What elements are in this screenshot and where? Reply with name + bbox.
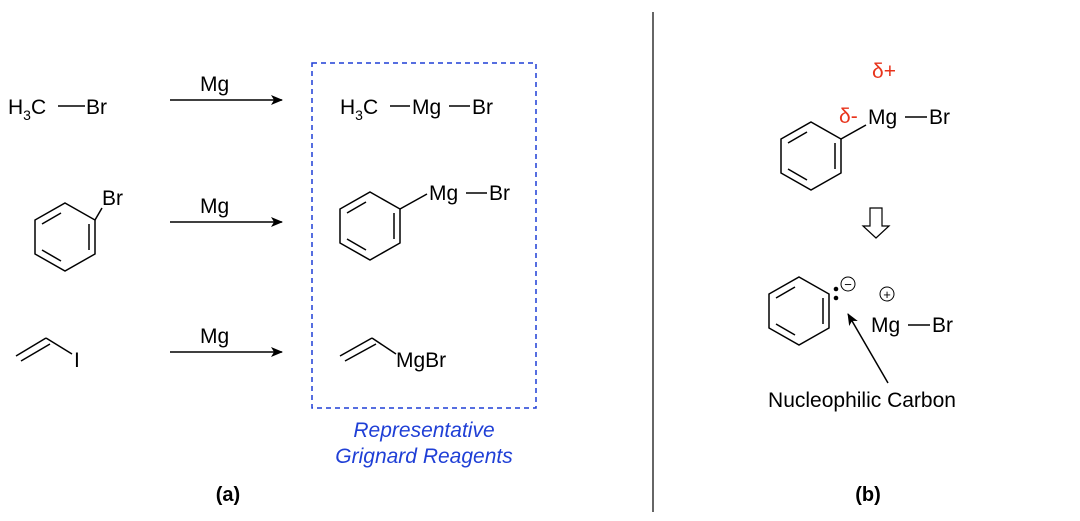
phenyl-br: Br xyxy=(102,187,123,210)
nucleophile-pointer-arrow xyxy=(847,313,889,384)
c-mg-bond xyxy=(399,193,428,210)
c-br-bond xyxy=(94,207,103,221)
phenyl-anion: − xyxy=(768,276,856,346)
prod-vinyl-mgbr: MgBr xyxy=(396,349,446,372)
polar-br: Br xyxy=(929,106,950,129)
c-mg-bond xyxy=(371,337,397,355)
methyl-c: C xyxy=(31,96,46,119)
prod-methyl-br: Br xyxy=(472,96,493,119)
prod-methyl-sub: 3 xyxy=(355,107,363,123)
double-bond xyxy=(41,249,62,262)
reagent-mg-1: Mg xyxy=(200,73,229,96)
lone-pair-dot xyxy=(833,295,839,301)
methyl-br: Br xyxy=(86,96,107,119)
prod-methyl-mg: Mg xyxy=(412,96,441,119)
double-bond xyxy=(787,168,808,181)
negative-charge-circle xyxy=(840,276,856,292)
prod-methyl-h: H xyxy=(340,96,355,119)
positive-charge-circle xyxy=(879,286,895,302)
prod-phenyl-mg: Mg xyxy=(429,182,458,205)
cation-mg: Mg xyxy=(871,314,900,337)
reactant-methyl-bromide: H3C Br xyxy=(8,96,107,123)
product-phenylmagnesium-bromide: Mg Br xyxy=(339,182,510,261)
svg-text:H3C: H3C xyxy=(8,96,46,123)
methyl-sub: 3 xyxy=(23,107,31,123)
double-bond xyxy=(41,212,62,225)
double-bond xyxy=(346,238,367,251)
prod-methyl-c: C xyxy=(363,96,378,119)
reagent-mg-2: Mg xyxy=(200,195,229,218)
vinyl-i: I xyxy=(74,349,80,372)
reactant-bromobenzene: Br xyxy=(34,187,123,272)
polarized-phenylmagnesium-bromide: δ- δ+ Mg Br xyxy=(780,60,950,191)
double-bond xyxy=(775,286,796,299)
box-caption-line1: Representative xyxy=(353,419,494,442)
methyl-h: H xyxy=(8,96,23,119)
nucleophilic-carbon-caption: Nucleophilic Carbon xyxy=(768,389,956,412)
vinyl-double-bond-outer xyxy=(15,337,47,357)
benzene-ring xyxy=(768,276,830,346)
delta-plus: δ+ xyxy=(872,60,896,83)
panel-b-label: (b) xyxy=(855,484,881,506)
grignard-box xyxy=(311,62,537,409)
reagent-mg-3: Mg xyxy=(200,325,229,348)
positive-charge-sign: + xyxy=(883,287,891,302)
polar-mg: Mg xyxy=(868,106,897,129)
product-vinylmagnesium-bromide: MgBr xyxy=(339,337,446,372)
c-i-bond xyxy=(45,337,73,355)
double-bond xyxy=(346,201,367,214)
lone-pair-dot xyxy=(833,286,839,292)
vinyl-double-bond-outer xyxy=(339,337,373,357)
delta-minus: δ- xyxy=(839,105,858,128)
prod-phenyl-br: Br xyxy=(489,182,510,205)
product-methylmagnesium-bromide: H3C Mg Br xyxy=(340,96,493,123)
double-bond xyxy=(787,131,808,144)
box-caption-line2: Grignard Reagents xyxy=(335,445,513,468)
magnesium-bromide-cation: + Mg Br xyxy=(871,286,953,337)
svg-text:H3C: H3C xyxy=(340,96,378,123)
vinyl-double-bond-inner xyxy=(344,343,377,362)
reactant-vinyl-iodide: I xyxy=(15,337,80,372)
benzene-ring xyxy=(34,202,96,272)
open-down-arrow xyxy=(861,207,891,239)
panel-a-label: (a) xyxy=(216,484,240,506)
benzene-ring xyxy=(339,191,401,261)
double-bond xyxy=(775,323,796,336)
vinyl-double-bond-inner xyxy=(20,343,51,362)
cation-br: Br xyxy=(932,314,953,337)
negative-charge-sign: − xyxy=(844,277,852,292)
benzene-ring xyxy=(780,121,842,191)
c-mg-bond xyxy=(840,124,867,140)
